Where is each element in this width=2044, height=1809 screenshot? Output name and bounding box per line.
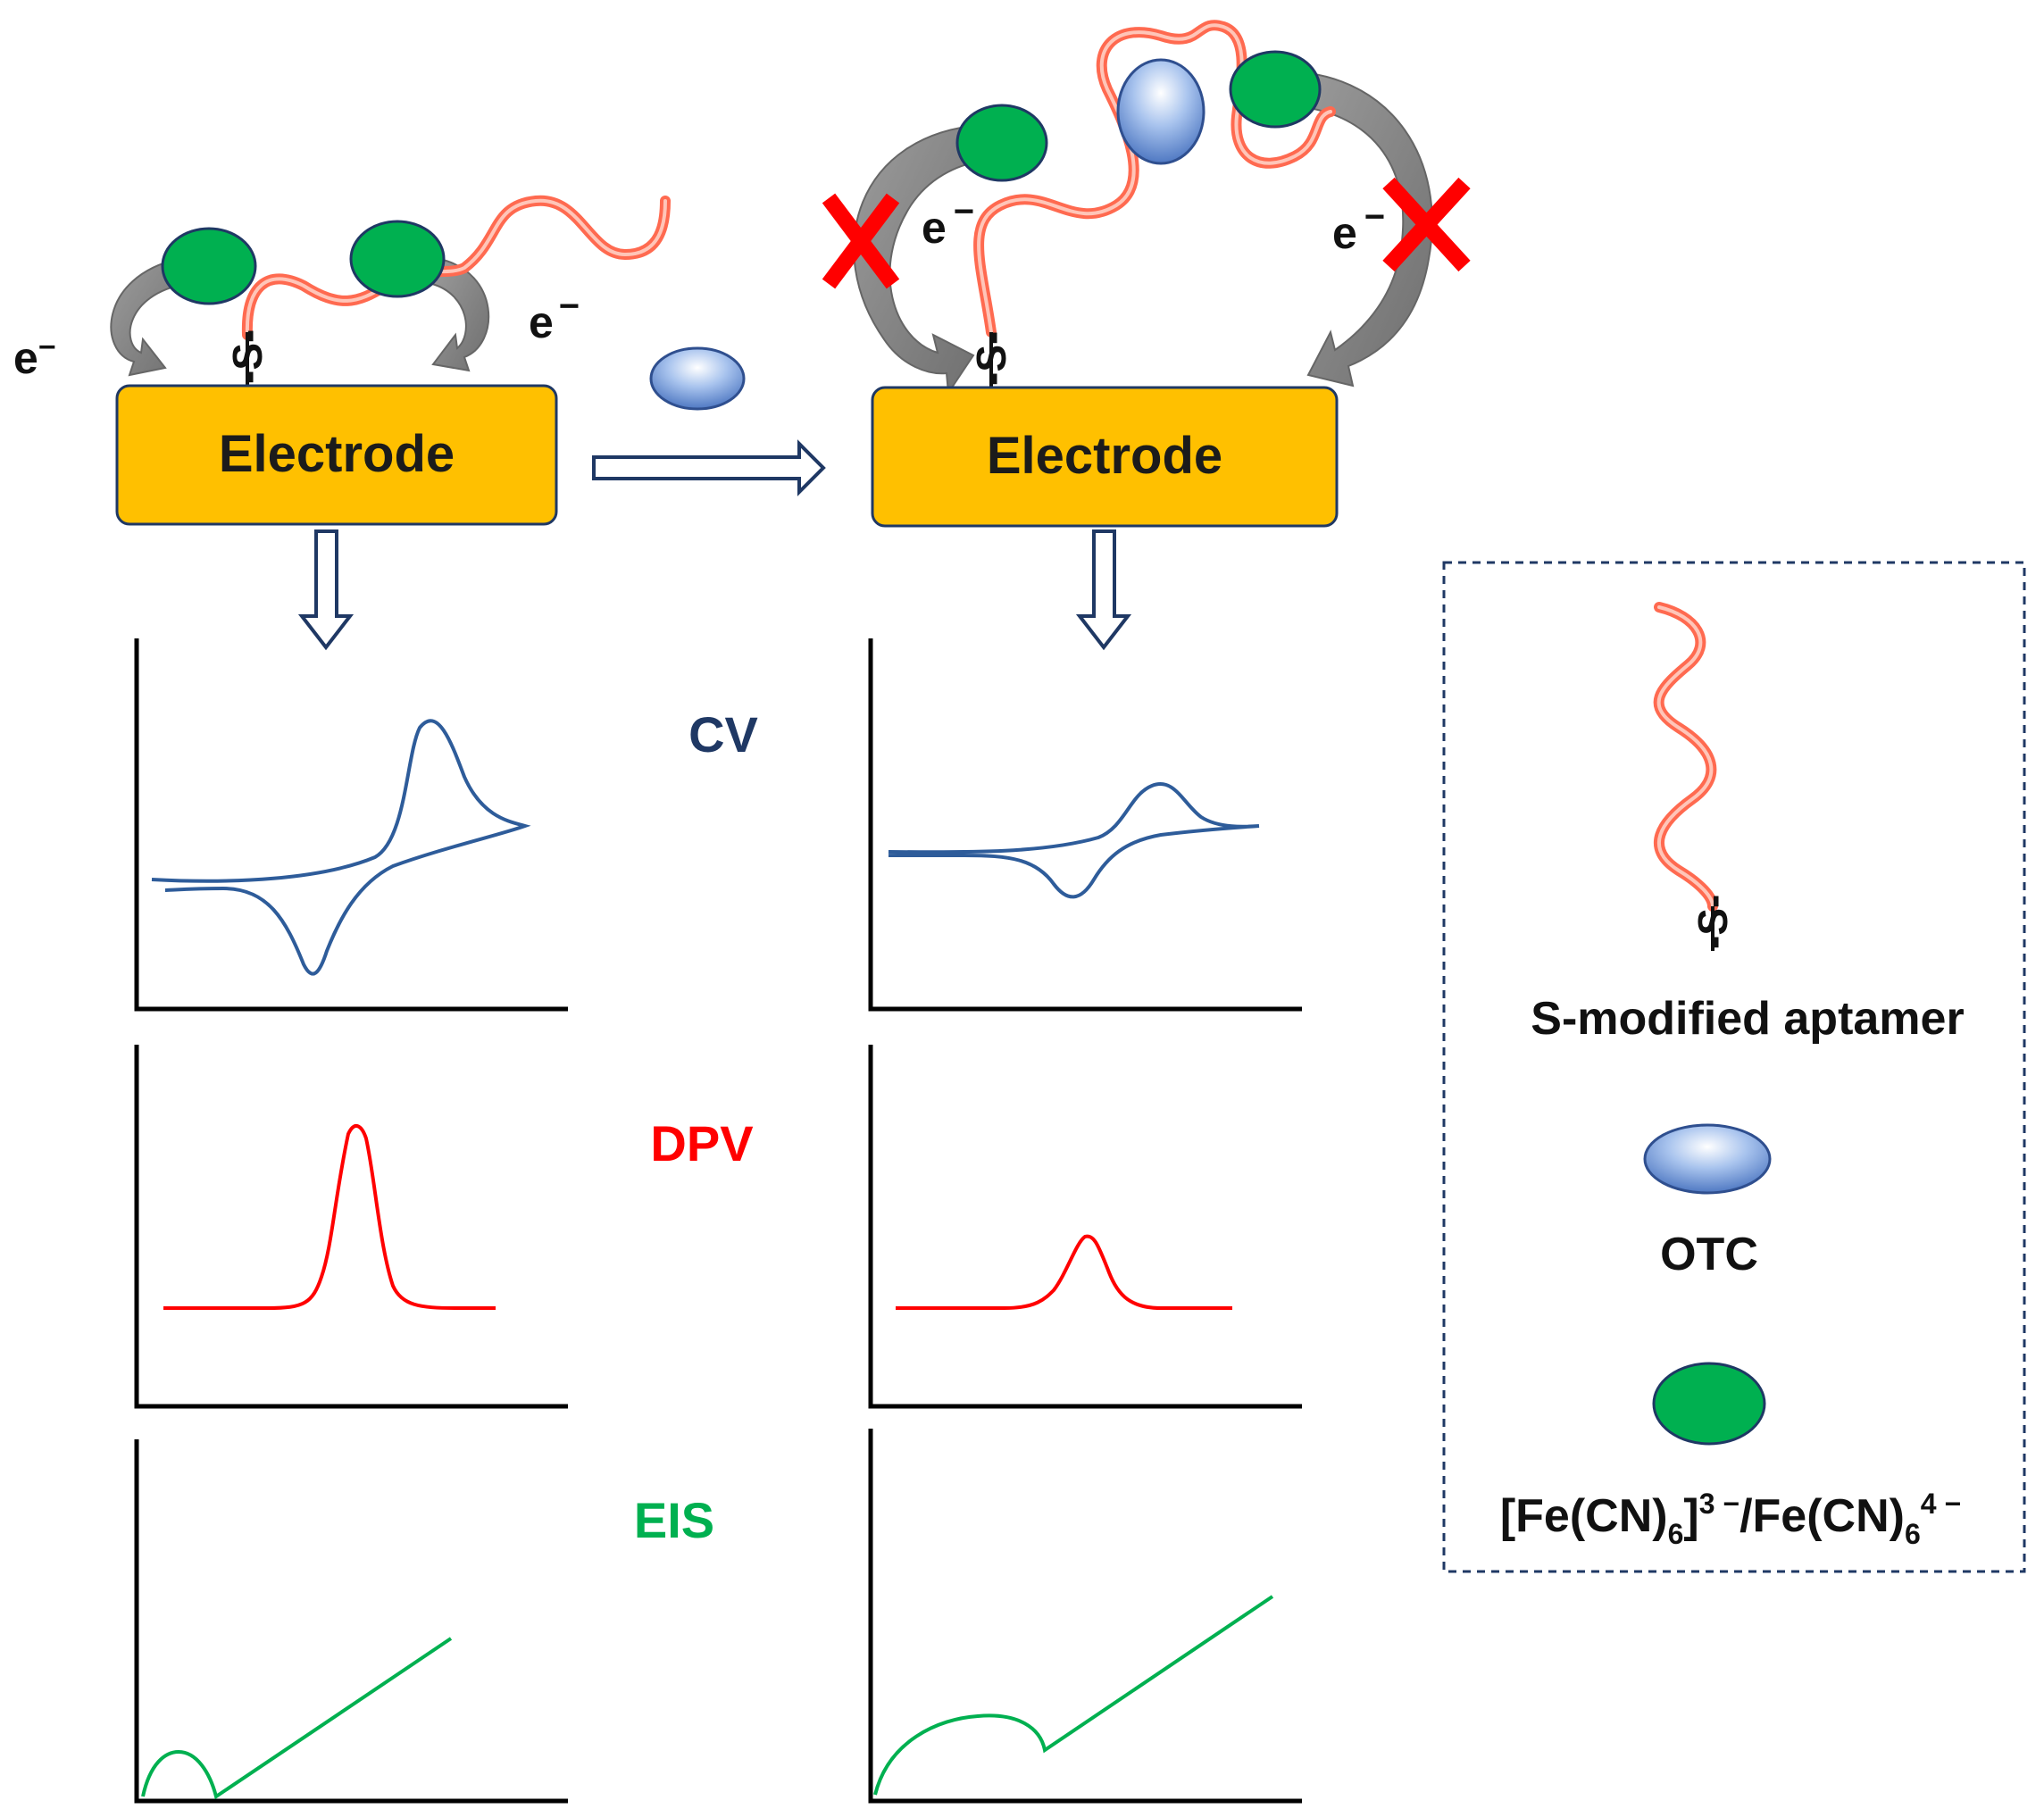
block-cross-icon [822,193,900,289]
redox-probe-ellipse [161,227,257,305]
block-cross-icon [1382,177,1471,272]
redox-probe-ellipse [955,104,1048,182]
legend: -S- S-modified aptamer OTC [Fe(CN)6]3 −/… [1442,561,2026,1573]
legend-label-otc: OTC [1660,1229,1758,1280]
dpv-plot-before [134,1045,568,1409]
otc-legend-ellipse [1643,1123,1772,1195]
electron-transfer-arrow-right [430,257,490,372]
svg-text:e−: e− [1332,197,1385,258]
cv-curve [888,782,1260,899]
electron-charge: − [559,287,580,326]
electron-label: e [529,297,554,347]
legend-label-aptamer: S-modified aptamer [1531,993,1964,1045]
electron-charge: − [1364,197,1385,237]
technique-label-eis: EIS [634,1492,714,1548]
thiol-label: -S- [1689,895,1736,949]
otc-molecule-ellipse [1116,58,1206,165]
eis-plot-after [868,1429,1302,1804]
probe-legend-ellipse [1652,1362,1766,1446]
electrode-label: Electrode [987,427,1222,485]
technique-label-dpv: DPV [650,1115,753,1171]
redox-probe-ellipse [349,220,446,298]
electrode-label: Electrode [219,425,455,483]
electron-charge: − [954,192,974,231]
svg-text:e−: e− [13,330,56,383]
electron-charge: − [38,330,56,364]
aptamer-strand-left [241,195,671,340]
electron-label: e [922,203,947,253]
cv-plot-after [868,638,1302,1012]
eis-plot-before [134,1439,568,1804]
blocked-transfer-arrow-right [1289,70,1433,388]
electrode [871,386,1339,528]
down-arrow-right [1075,529,1132,651]
cv-curve [151,719,531,976]
dpv-curve [896,1234,1232,1310]
redox-probe-ellipse [1229,50,1322,129]
technique-label-cv: CV [688,706,758,763]
svg-text:e−: e− [529,287,580,347]
thiol-label: -S- [224,329,271,384]
thiol-label: -S- [968,331,1014,386]
right-scheme: e− e− -S- Electrode [822,20,1471,651]
dpv-plot-after [868,1045,1302,1409]
eis-curve [141,1637,453,1800]
svg-text:e−: e− [922,192,974,253]
electron-transfer-arrow-left [110,257,188,377]
transition-arrow [592,439,826,496]
dpv-curve [163,1124,496,1310]
electrode [115,384,558,526]
electron-label: e [1332,208,1357,258]
electron-label: e [13,333,38,383]
blocked-transfer-arrow-left [853,123,983,396]
left-scheme: -S- e− e− Electrode [13,195,671,651]
cv-plot-before [134,638,568,1012]
legend-label-probe: [Fe(CN)6]3 −/Fe(CN)64 − [1500,1488,1961,1550]
eis-curve [873,1595,1274,1796]
down-arrow-left [297,529,355,651]
legend-box [1442,561,2026,1573]
otc-molecule-ellipse [649,346,746,411]
